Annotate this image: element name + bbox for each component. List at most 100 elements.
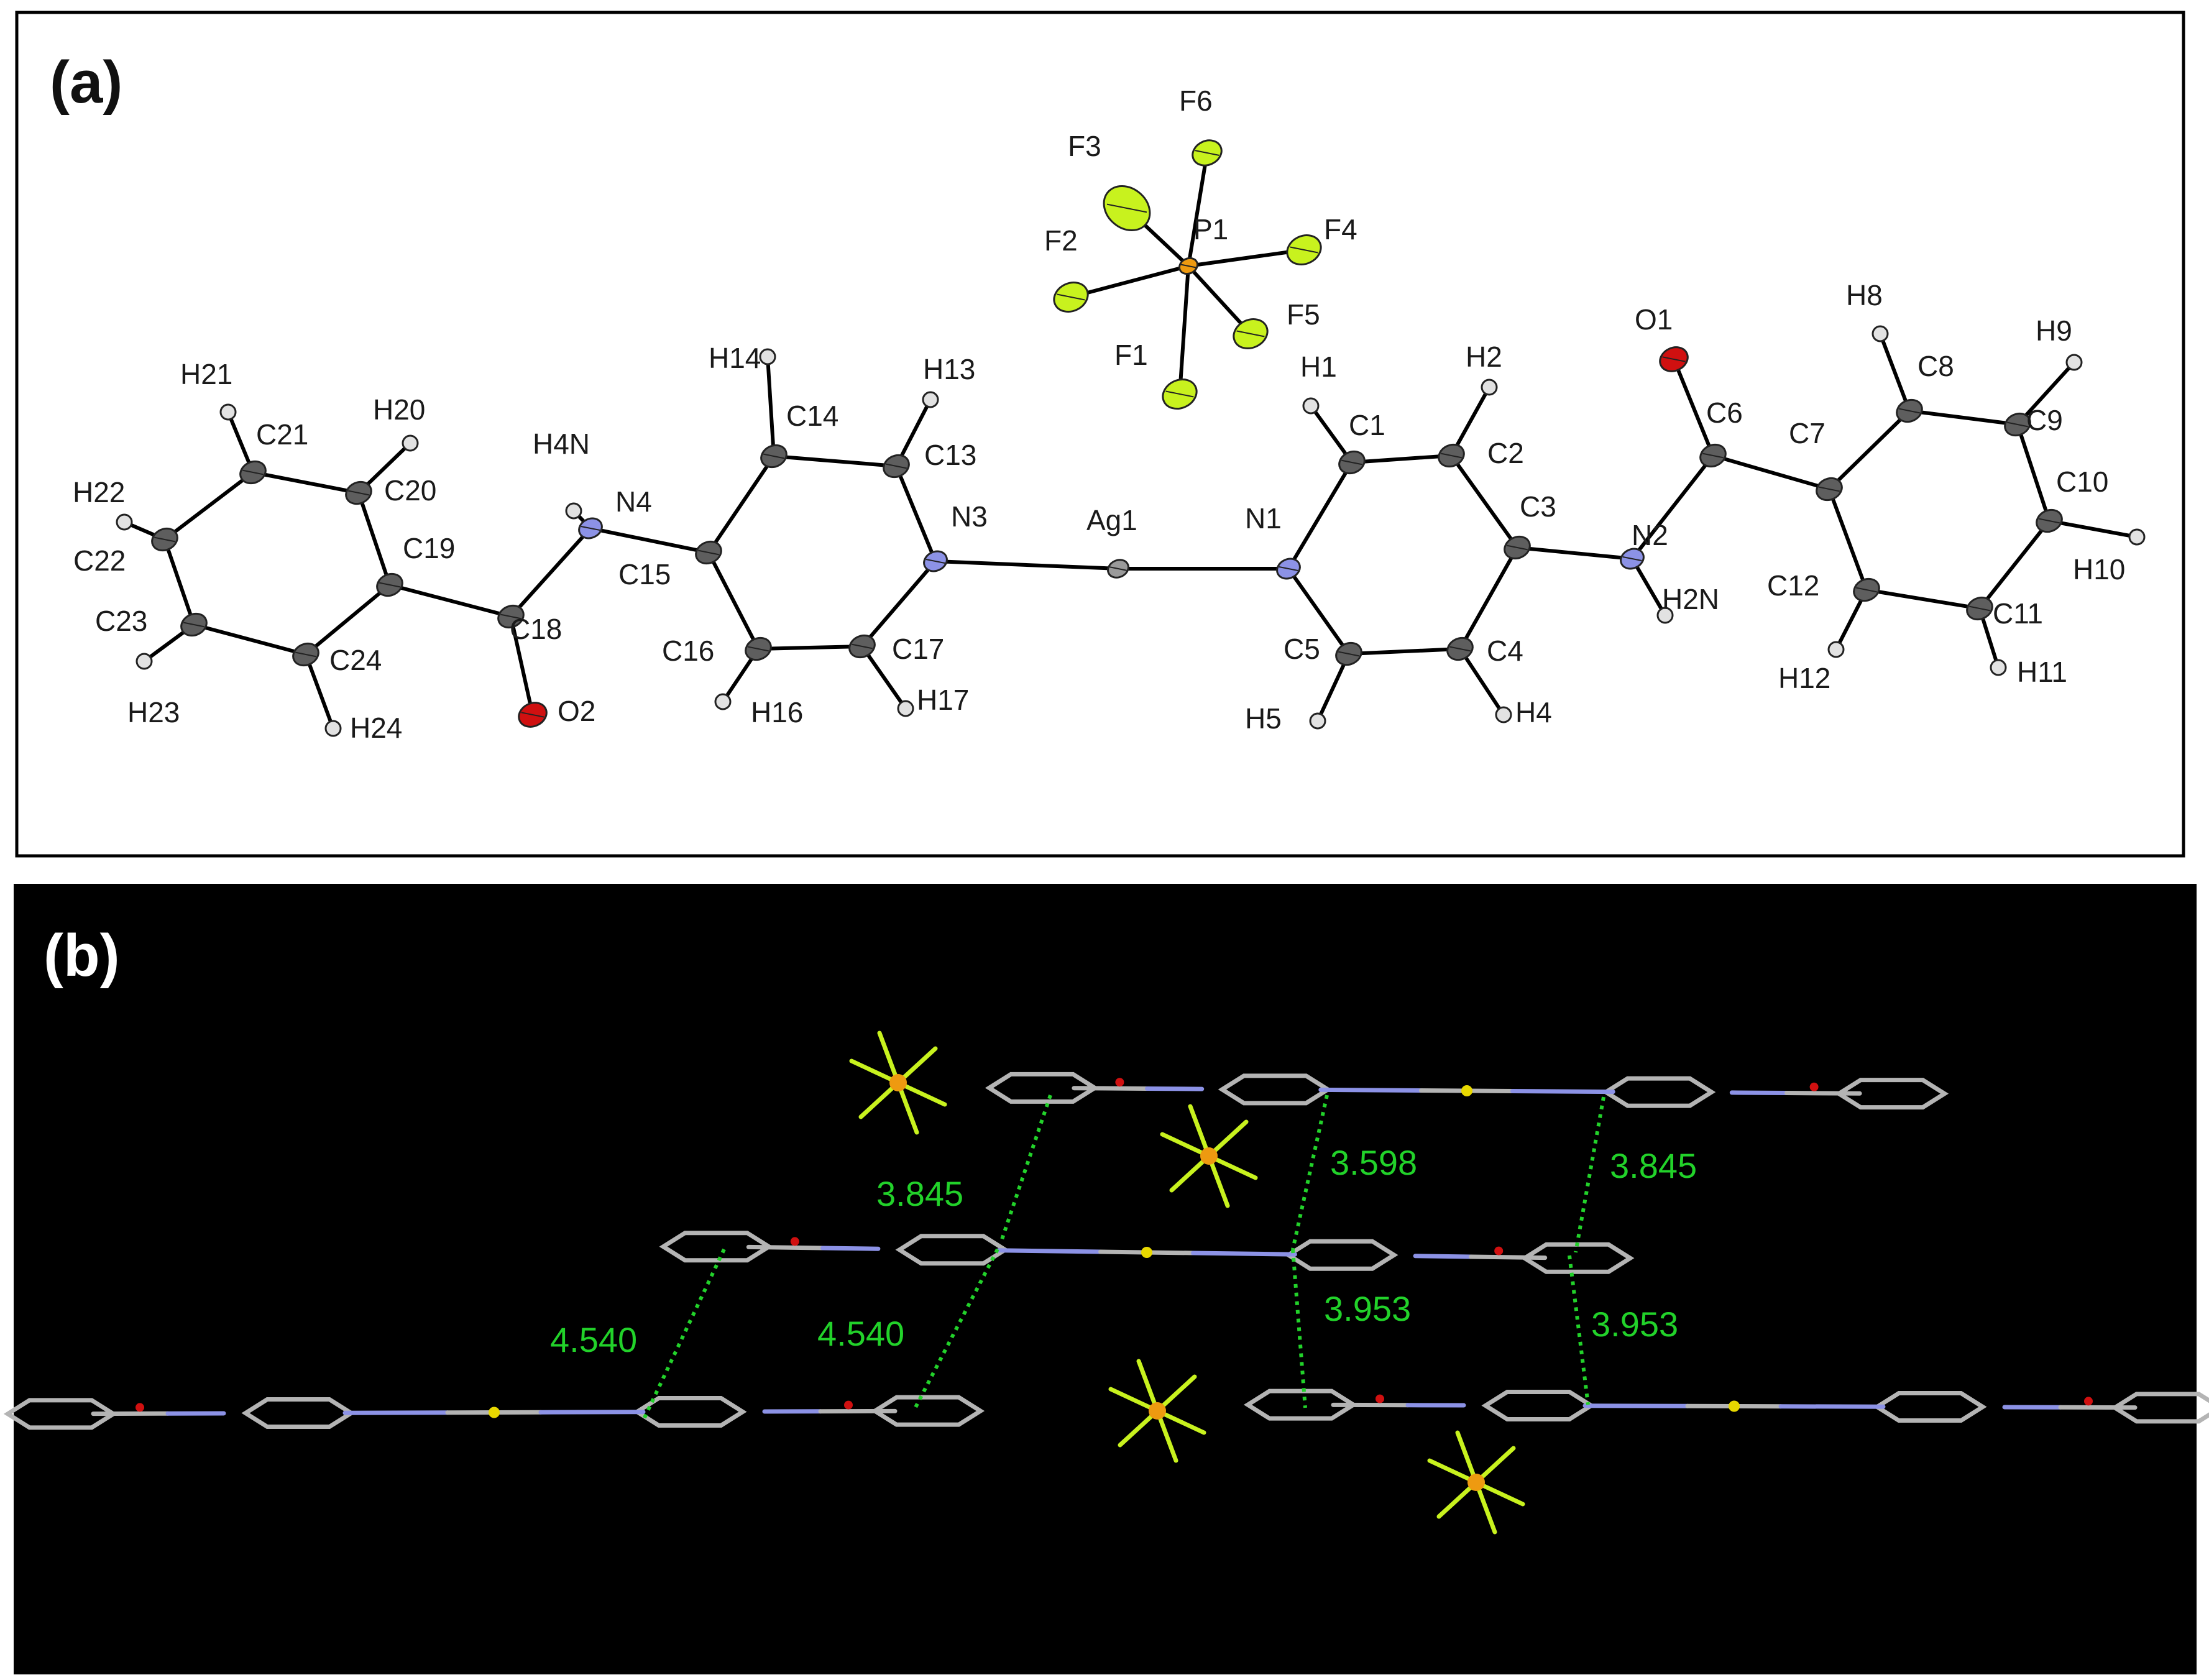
- atom-label-p1: P1: [1193, 213, 1228, 246]
- stack-molecule-lower-left-pyN-right: [538, 1410, 646, 1415]
- stack-molecule-lower-left-phenyl-right: [870, 1395, 985, 1427]
- atom-c16-octant: [748, 646, 769, 652]
- bond-C22-C23: [163, 538, 196, 627]
- atom-label-h10: H10: [2073, 553, 2125, 585]
- atom-label-c19: C19: [403, 532, 455, 564]
- atom-label-c10: C10: [2056, 466, 2108, 498]
- bond-C14-H14: [766, 355, 776, 458]
- bond-C6-O1: [1672, 357, 1715, 457]
- pf6-anion-3-f3: [1136, 1359, 1160, 1413]
- bond-C24-H24: [304, 653, 335, 730]
- bond-N2-H2N: [1630, 557, 1667, 617]
- atom-h4n: [565, 502, 582, 520]
- atom-label-c16: C16: [662, 635, 714, 667]
- panel-b-label: (b): [44, 922, 120, 989]
- atom-c14-octant: [763, 453, 784, 459]
- atom-label-n1: N1: [1245, 502, 1282, 535]
- atom-c21-octant: [242, 469, 264, 475]
- bond-C3-C4: [1458, 546, 1519, 651]
- atom-label-o1: O1: [1635, 303, 1673, 336]
- bond-C19-C20: [357, 491, 392, 587]
- atom-h24: [324, 720, 342, 737]
- bond-C23-C24: [192, 623, 308, 656]
- bond-C3-N2: [1515, 546, 1634, 561]
- atom-c6-octant: [1702, 452, 1724, 459]
- pf6-anion-3-phosphorus: [1149, 1402, 1166, 1420]
- atom-h4: [1495, 706, 1512, 723]
- atom-n1-octant: [1279, 566, 1298, 572]
- atom-p1-octant: [1180, 264, 1196, 269]
- atom-c19-octant: [379, 582, 400, 588]
- bond-C13-C14: [772, 454, 898, 468]
- atom-label-h5: H5: [1245, 702, 1282, 735]
- atom-label-f2: F2: [1044, 224, 1078, 257]
- atom-h17: [897, 700, 914, 717]
- stack-molecule-top-nh-left: [1145, 1086, 1205, 1091]
- atom-label-f4: F4: [1324, 213, 1357, 246]
- bond-C18-C19: [388, 583, 513, 618]
- bond-P1-F5: [1187, 264, 1252, 336]
- atom-label-c20: C20: [384, 474, 436, 507]
- atom-label-n2: N2: [1632, 519, 1668, 551]
- bond-C15-C16: [707, 551, 760, 651]
- stack-molecule-top-oxygen-left: [1115, 1078, 1124, 1087]
- atom-f4-octant: [1290, 246, 1318, 254]
- stack-molecule-middle-oxygen-left: [790, 1237, 799, 1246]
- bond-C11-C12: [1865, 588, 1982, 610]
- atom-label-h4: H4: [1515, 696, 1552, 728]
- bond-C8-C9: [1908, 409, 2019, 426]
- bond-C4-H4: [1458, 647, 1505, 717]
- atom-n4-octant: [581, 525, 600, 531]
- stack-molecule-middle-pyridyl-right: [1284, 1239, 1398, 1271]
- atom-label-f1: F1: [1114, 339, 1148, 371]
- atom-h2n: [1656, 607, 1674, 624]
- bond-C18-O2: [509, 615, 535, 717]
- atom-h16: [714, 693, 732, 710]
- stack-molecule-middle-amide-left: [746, 1244, 825, 1251]
- atom-label-h17: H17: [917, 684, 969, 716]
- atom-c20-octant: [348, 490, 369, 496]
- bond-layer: [122, 151, 2139, 730]
- distance-label-2: 3.598: [1330, 1143, 1417, 1182]
- atom-c3-octant: [1507, 544, 1528, 551]
- atom-n3-octant: [925, 558, 945, 564]
- bond-C1-C2: [1350, 454, 1453, 464]
- atom-h2: [1481, 379, 1498, 396]
- atom-h5: [1309, 712, 1326, 730]
- pf6-anion-1-f4: [896, 1080, 919, 1135]
- atom-h14: [759, 348, 776, 365]
- bond-N4-C18: [509, 526, 592, 618]
- atom-label-c3: C3: [1520, 490, 1556, 523]
- stack-molecule-lower-right-oxygen-right: [2084, 1397, 2093, 1406]
- bond-N3-Ag1: [934, 559, 1120, 571]
- stack-molecule-top-phenyl-right: [1834, 1078, 1949, 1110]
- stack-molecule-lower-right-oxygen-left: [1375, 1394, 1384, 1403]
- atom-h21: [219, 403, 237, 421]
- atom-c18-octant: [500, 613, 521, 620]
- bond-C2-C3: [1449, 454, 1519, 549]
- atom-label-c13: C13: [924, 439, 976, 471]
- atom-label-h13: H13: [923, 353, 975, 385]
- atom-label-c11: C11: [1993, 597, 2043, 630]
- distance-line-3: [1574, 1096, 1605, 1253]
- distance-line-7: [1568, 1255, 1590, 1405]
- atom-label-c6: C6: [1706, 397, 1743, 429]
- bond-C16-C17: [756, 645, 864, 651]
- atom-c5-octant: [1338, 651, 1359, 657]
- distance-label-6: 3.953: [1324, 1289, 1411, 1328]
- bond-C1-H1: [1309, 404, 1354, 464]
- stack-molecule-middle-amide-right: [1469, 1254, 1548, 1260]
- atom-label-ag1: Ag1: [1086, 504, 1137, 536]
- atom-label-c21: C21: [256, 418, 308, 451]
- bond-C5-N1: [1287, 567, 1351, 656]
- atom-h8: [1871, 325, 1889, 342]
- pf6-anion-2-f3: [1188, 1104, 1211, 1159]
- stack-molecule-lower-left-silver: [489, 1407, 500, 1418]
- bond-C9-C10: [2016, 423, 2051, 523]
- stack-molecule-top-amide-right: [1784, 1091, 1862, 1096]
- distance-line-4: [641, 1248, 726, 1421]
- distance-label-1: 3.845: [876, 1174, 963, 1213]
- atom-c2-octant: [1441, 452, 1462, 459]
- atom-h9: [2065, 354, 2083, 371]
